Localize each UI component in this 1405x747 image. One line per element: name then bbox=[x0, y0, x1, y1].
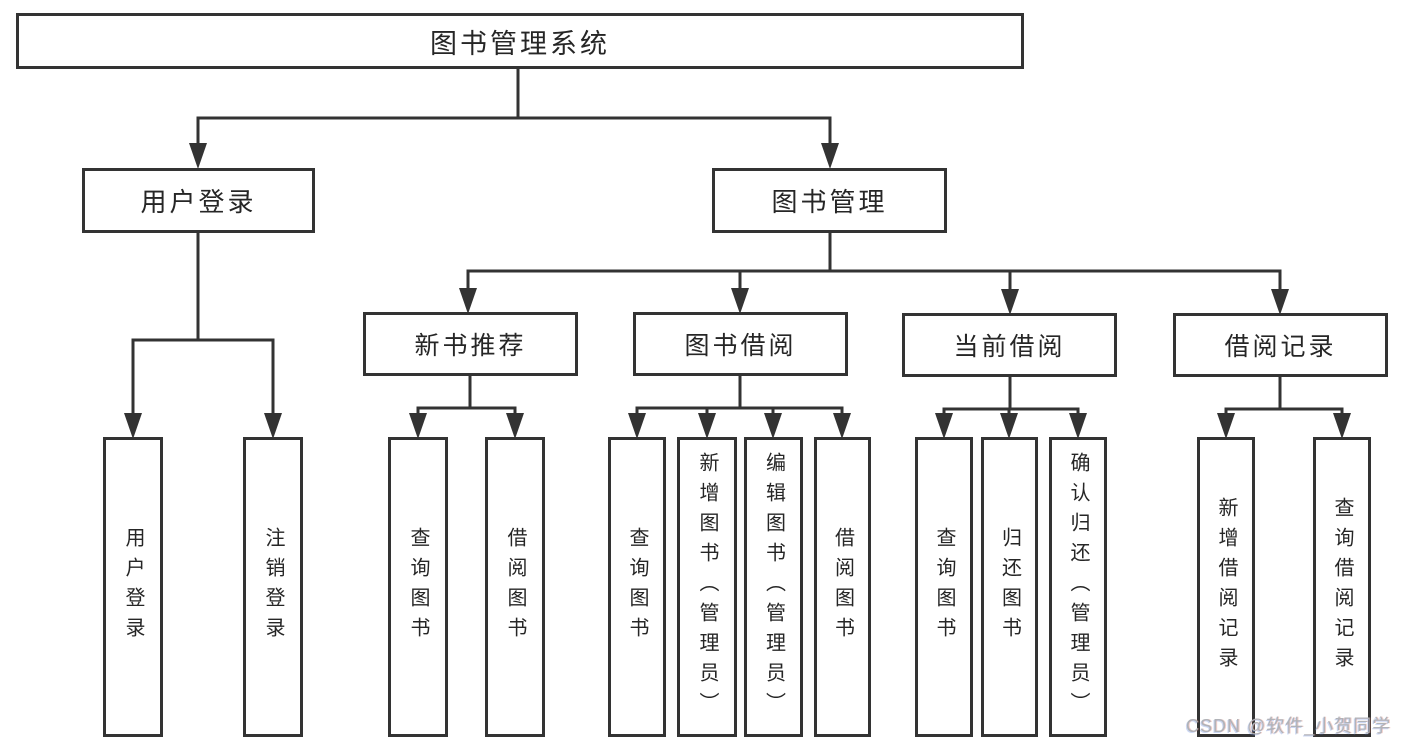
leaf-borrow-books: 借阅图书 bbox=[814, 437, 871, 737]
arrow-down-icon bbox=[731, 288, 749, 314]
node-label: 借阅图书 bbox=[504, 527, 526, 647]
csdn-watermark: CSDN @软件_小贺同学 bbox=[1186, 716, 1392, 736]
node-label: 图书管理 bbox=[771, 187, 888, 217]
node-current-borrowing: 当前借阅 bbox=[902, 313, 1117, 377]
arrow-down-icon bbox=[506, 413, 524, 439]
leaf-user-login: 用户登录 bbox=[103, 437, 163, 737]
connector-line bbox=[416, 376, 517, 422]
connector-line bbox=[131, 233, 275, 422]
node-library-management-system: 图书管理系统 bbox=[16, 13, 1024, 69]
leaf-logout: 注销登录 bbox=[243, 437, 303, 737]
arrow-down-icon bbox=[1001, 289, 1019, 315]
node-new-book-recommendation: 新书推荐 bbox=[363, 312, 578, 376]
node-label: 当前借阅 bbox=[953, 333, 1066, 361]
node-label: 图书管理系统 bbox=[430, 28, 610, 59]
leaf-confirm-return-admin: 确认归还（管理员） bbox=[1049, 437, 1107, 737]
arrow-down-icon bbox=[124, 413, 142, 439]
leaf-query-borrow-record: 查询借阅记录 bbox=[1313, 437, 1371, 737]
node-label: 用户登录 bbox=[122, 527, 144, 647]
node-label: 新书推荐 bbox=[414, 332, 527, 360]
arrow-down-icon bbox=[821, 143, 839, 169]
arrow-down-icon bbox=[1000, 413, 1018, 439]
connector-line bbox=[635, 376, 844, 422]
node-label: 新增图书（管理员） bbox=[696, 452, 718, 722]
arrow-down-icon bbox=[698, 413, 716, 439]
node-label: 图书借阅 bbox=[684, 332, 797, 360]
arrow-down-icon bbox=[1069, 413, 1087, 439]
node-label: 查询图书 bbox=[933, 527, 955, 647]
arrow-down-icon bbox=[628, 413, 646, 439]
node-label: 新增借阅记录 bbox=[1215, 497, 1237, 677]
leaf-return-books: 归还图书 bbox=[981, 437, 1038, 737]
node-book-management: 图书管理 bbox=[712, 168, 947, 233]
arrow-down-icon bbox=[935, 413, 953, 439]
arrow-down-icon bbox=[1271, 289, 1289, 315]
leaf-query-books: 查询图书 bbox=[608, 437, 666, 737]
node-label: 借阅图书 bbox=[831, 527, 854, 647]
node-label: 用户登录 bbox=[140, 187, 257, 217]
connector-line bbox=[1224, 377, 1344, 422]
node-label: 注销登录 bbox=[262, 527, 284, 647]
arrow-down-icon bbox=[189, 143, 207, 169]
node-label: 查询借阅记录 bbox=[1331, 497, 1353, 677]
arrow-down-icon bbox=[833, 413, 851, 439]
leaf-query-books: 查询图书 bbox=[915, 437, 973, 737]
arrow-down-icon bbox=[1333, 413, 1351, 439]
leaf-add-books-admin: 新增图书（管理员） bbox=[677, 437, 737, 737]
node-borrowing-records: 借阅记录 bbox=[1173, 313, 1388, 377]
leaf-query-books: 查询图书 bbox=[388, 437, 448, 737]
node-user-login: 用户登录 bbox=[82, 168, 315, 233]
node-book-borrowing: 图书借阅 bbox=[633, 312, 848, 376]
arrow-down-icon bbox=[264, 413, 282, 439]
node-label: 编辑图书（管理员） bbox=[762, 452, 785, 722]
arrow-down-icon bbox=[459, 288, 477, 314]
arrow-down-icon bbox=[764, 413, 782, 439]
node-label: 查询图书 bbox=[407, 527, 429, 647]
node-label: 归还图书 bbox=[998, 527, 1021, 647]
leaf-borrow-books: 借阅图书 bbox=[485, 437, 545, 737]
arrow-down-icon bbox=[409, 413, 427, 439]
node-label: 确认归还（管理员） bbox=[1067, 452, 1089, 722]
connector-line bbox=[196, 69, 832, 150]
node-label: 查询图书 bbox=[626, 527, 648, 647]
leaf-add-borrow-record: 新增借阅记录 bbox=[1197, 437, 1255, 737]
arrow-down-icon bbox=[1217, 413, 1235, 439]
connector-line bbox=[466, 233, 1282, 296]
leaf-edit-books-admin: 编辑图书（管理员） bbox=[744, 437, 803, 737]
node-label: 借阅记录 bbox=[1224, 333, 1337, 361]
